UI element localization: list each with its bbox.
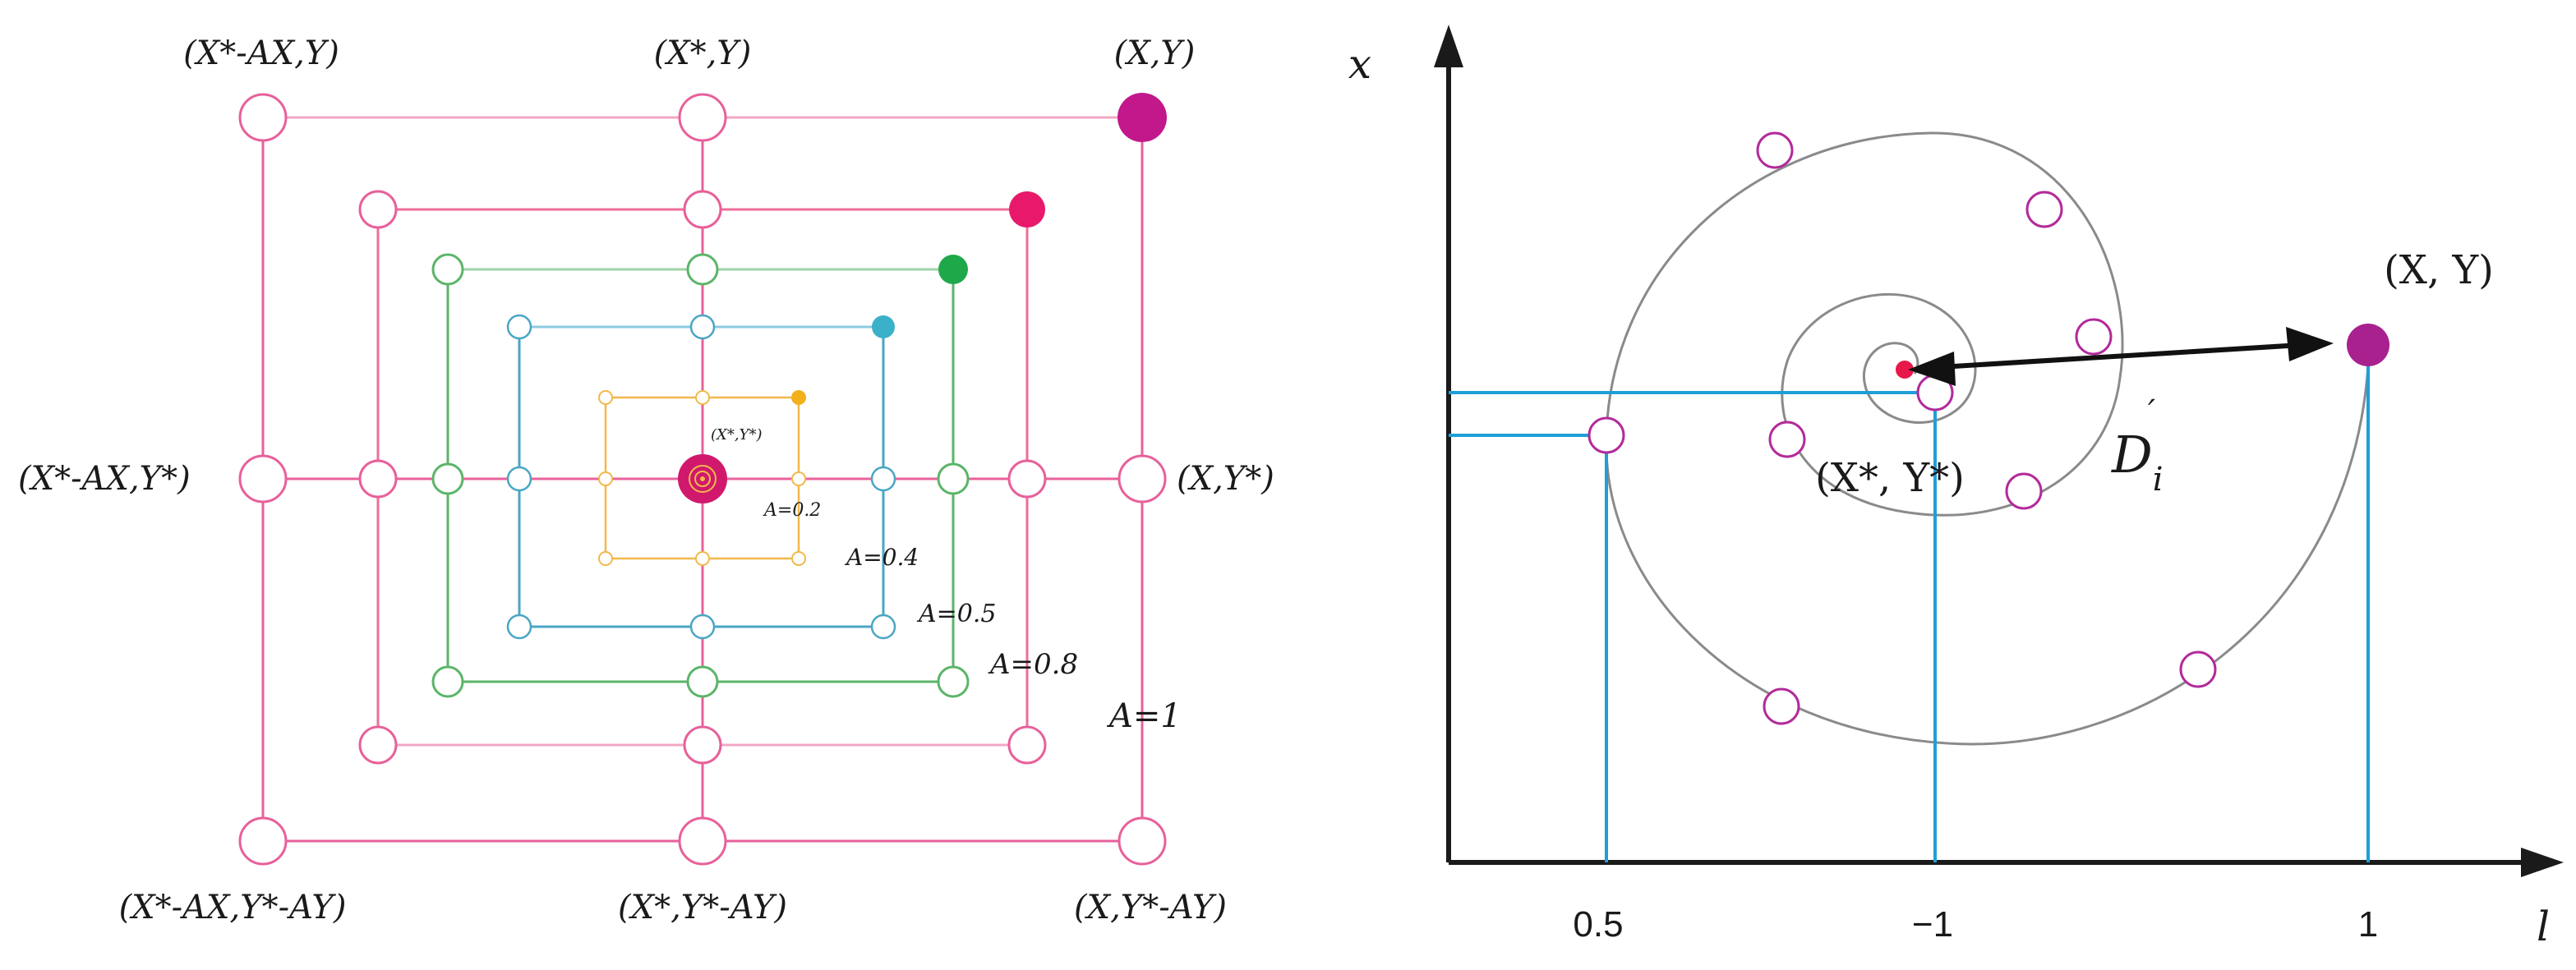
best-point bbox=[1896, 361, 1914, 379]
label-a02: A=0.2 bbox=[763, 500, 821, 521]
label-center: (X*,Y*) bbox=[711, 426, 762, 444]
points-a04 bbox=[506, 314, 896, 640]
x-axis-label: l bbox=[2537, 903, 2550, 950]
label-a04: A=0.4 bbox=[844, 544, 919, 571]
point-xy-a08 bbox=[1009, 191, 1045, 228]
distance-prime: ′ bbox=[2148, 393, 2155, 431]
label-bottom-mid: (X*,Y*-AY) bbox=[618, 889, 787, 926]
tick-label-minus-1: −1 bbox=[1912, 904, 1953, 945]
label-a05: A=0.5 bbox=[916, 600, 997, 628]
point-xy-a1 bbox=[1117, 93, 1167, 142]
label-top-left: (X*-AX,Y) bbox=[183, 34, 339, 72]
best-point-label: (X*, Y*) bbox=[1815, 455, 1965, 501]
tick-label-0-5: 0.5 bbox=[1573, 904, 1623, 945]
distance-label: Di bbox=[2111, 425, 2164, 499]
points-a1 bbox=[238, 93, 1167, 866]
y-axis-arrow bbox=[1434, 25, 1463, 67]
label-top-mid: (X*,Y) bbox=[654, 34, 752, 72]
x-axis-arrow bbox=[2521, 848, 2564, 877]
current-point-label: (X, Y) bbox=[2384, 247, 2494, 293]
spiral-path bbox=[1605, 131, 2370, 746]
point-xy-a05 bbox=[938, 255, 968, 284]
label-bottom-right: (X,Y*-AY) bbox=[1074, 889, 1227, 926]
spiral-update-diagram: x l 0.5 −1 1 (X, Y) (X*, Y*) Di ′ bbox=[1348, 25, 2564, 950]
axes bbox=[1446, 59, 2531, 865]
distance-arrow bbox=[1908, 327, 2334, 386]
label-a1: A=1 bbox=[1106, 697, 1182, 735]
label-mid-left: (X*-AX,Y*) bbox=[18, 460, 191, 498]
points-a08 bbox=[358, 190, 1047, 765]
points-a02 bbox=[598, 390, 806, 566]
square-neighborhood-diagram: (X*-AX,Y) (X*,Y) (X,Y) (X*-AX,Y*) (X,Y*)… bbox=[18, 34, 1274, 926]
point-xy-a04 bbox=[872, 315, 895, 338]
center-point bbox=[678, 454, 727, 503]
spiral-markers bbox=[1588, 131, 2217, 725]
points-a05 bbox=[431, 253, 970, 698]
y-axis-label: x bbox=[1348, 40, 1371, 88]
label-top-right: (X,Y) bbox=[1114, 34, 1196, 72]
current-point bbox=[2347, 324, 2389, 366]
tick-label-1: 1 bbox=[2358, 904, 2378, 945]
label-bottom-left: (X*-AX,Y*-AY) bbox=[119, 889, 347, 926]
point-xy-a02 bbox=[791, 390, 806, 405]
label-a08: A=0.8 bbox=[988, 648, 1078, 681]
guide-lines bbox=[1449, 345, 2370, 862]
label-mid-right: (X,Y*) bbox=[1177, 460, 1274, 498]
